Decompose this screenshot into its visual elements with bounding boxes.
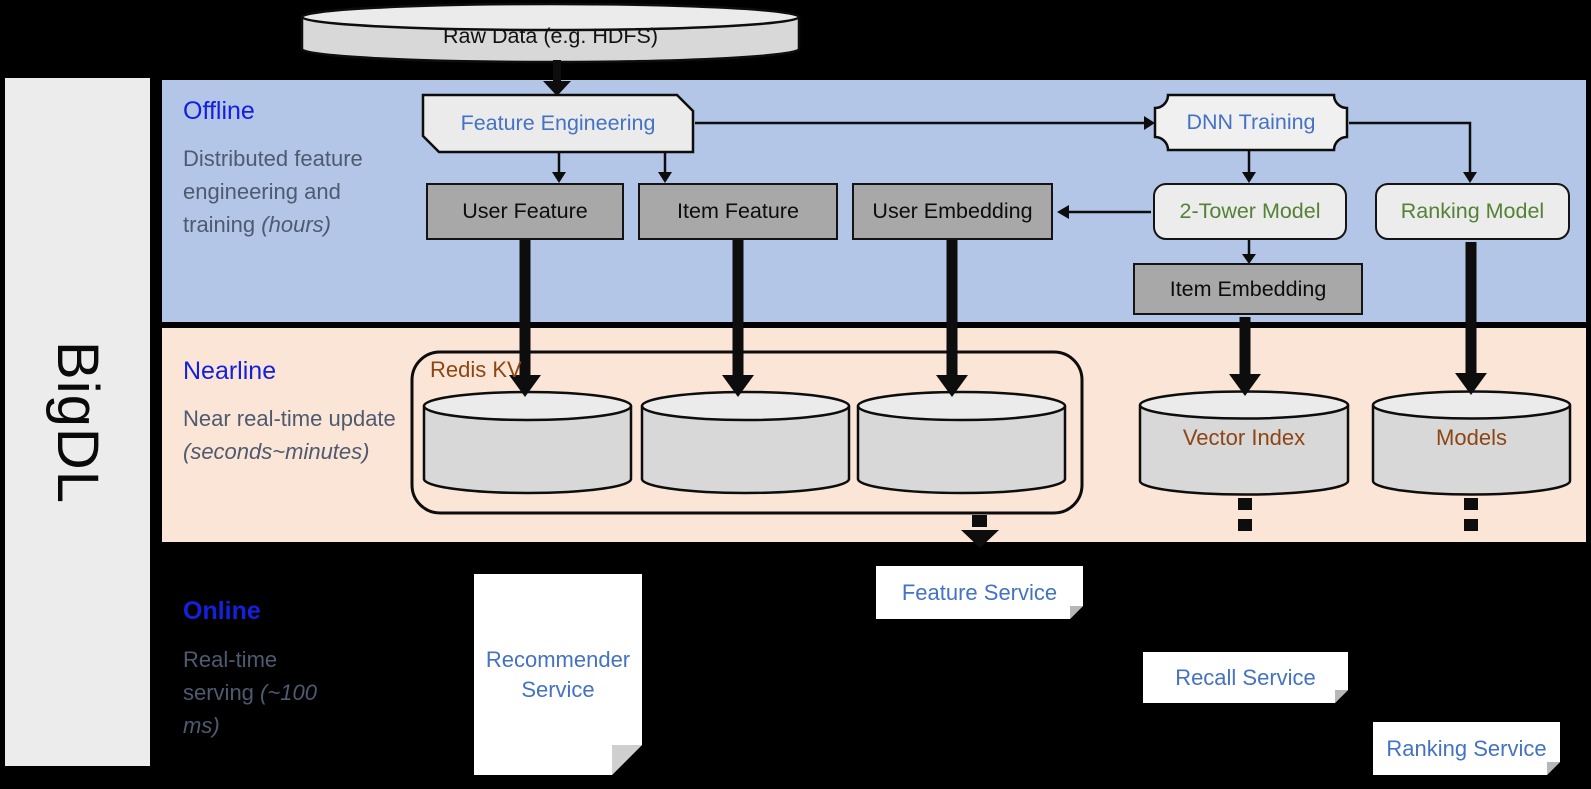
ranking-service-node: Ranking Service bbox=[1373, 722, 1560, 775]
offline-title: Offline bbox=[183, 97, 255, 125]
bigdl-sidebar: BigDL bbox=[5, 78, 150, 766]
online-desc: Real-time serving (~100 ms) bbox=[183, 647, 317, 738]
recall-service-node: Recall Service bbox=[1143, 652, 1348, 703]
two-tower-model-node: 2-Tower Model bbox=[1153, 183, 1347, 240]
page-fold-icon bbox=[612, 745, 642, 775]
user-feature-node: User Feature bbox=[426, 183, 624, 240]
nearline-desc: Near real-time update (seconds~minutes) bbox=[183, 406, 396, 464]
item-feature-node: Item Feature bbox=[638, 183, 838, 240]
note-fold-icon bbox=[1070, 606, 1083, 619]
feature-service-node: Feature Service bbox=[876, 566, 1083, 619]
note-fold-icon bbox=[1547, 762, 1560, 775]
item-embedding-node: Item Embedding bbox=[1133, 263, 1363, 315]
vector-index-label: Vector Index bbox=[1182, 425, 1306, 450]
recommender-service-node: Recommender Service bbox=[474, 574, 642, 775]
ranking-model-node: Ranking Model bbox=[1375, 183, 1570, 240]
models-label: Models bbox=[1436, 425, 1507, 450]
note-fold-icon bbox=[1335, 690, 1348, 703]
offline-desc: Distributed feature engineering and trai… bbox=[183, 146, 363, 237]
online-title: Online bbox=[183, 597, 261, 625]
feature-engineering-node: Feature Engineering bbox=[460, 111, 656, 135]
redis-kv-label: Redis KV bbox=[430, 357, 522, 382]
bigdl-logo-text: BigDL bbox=[45, 340, 111, 504]
nearline-title: Nearline bbox=[183, 357, 277, 385]
dnn-training-node: DNN Training bbox=[1186, 110, 1316, 134]
raw-data-label: Raw Data (e.g. HDFS) bbox=[442, 23, 659, 48]
user-embedding-node: User Embedding bbox=[852, 183, 1053, 240]
